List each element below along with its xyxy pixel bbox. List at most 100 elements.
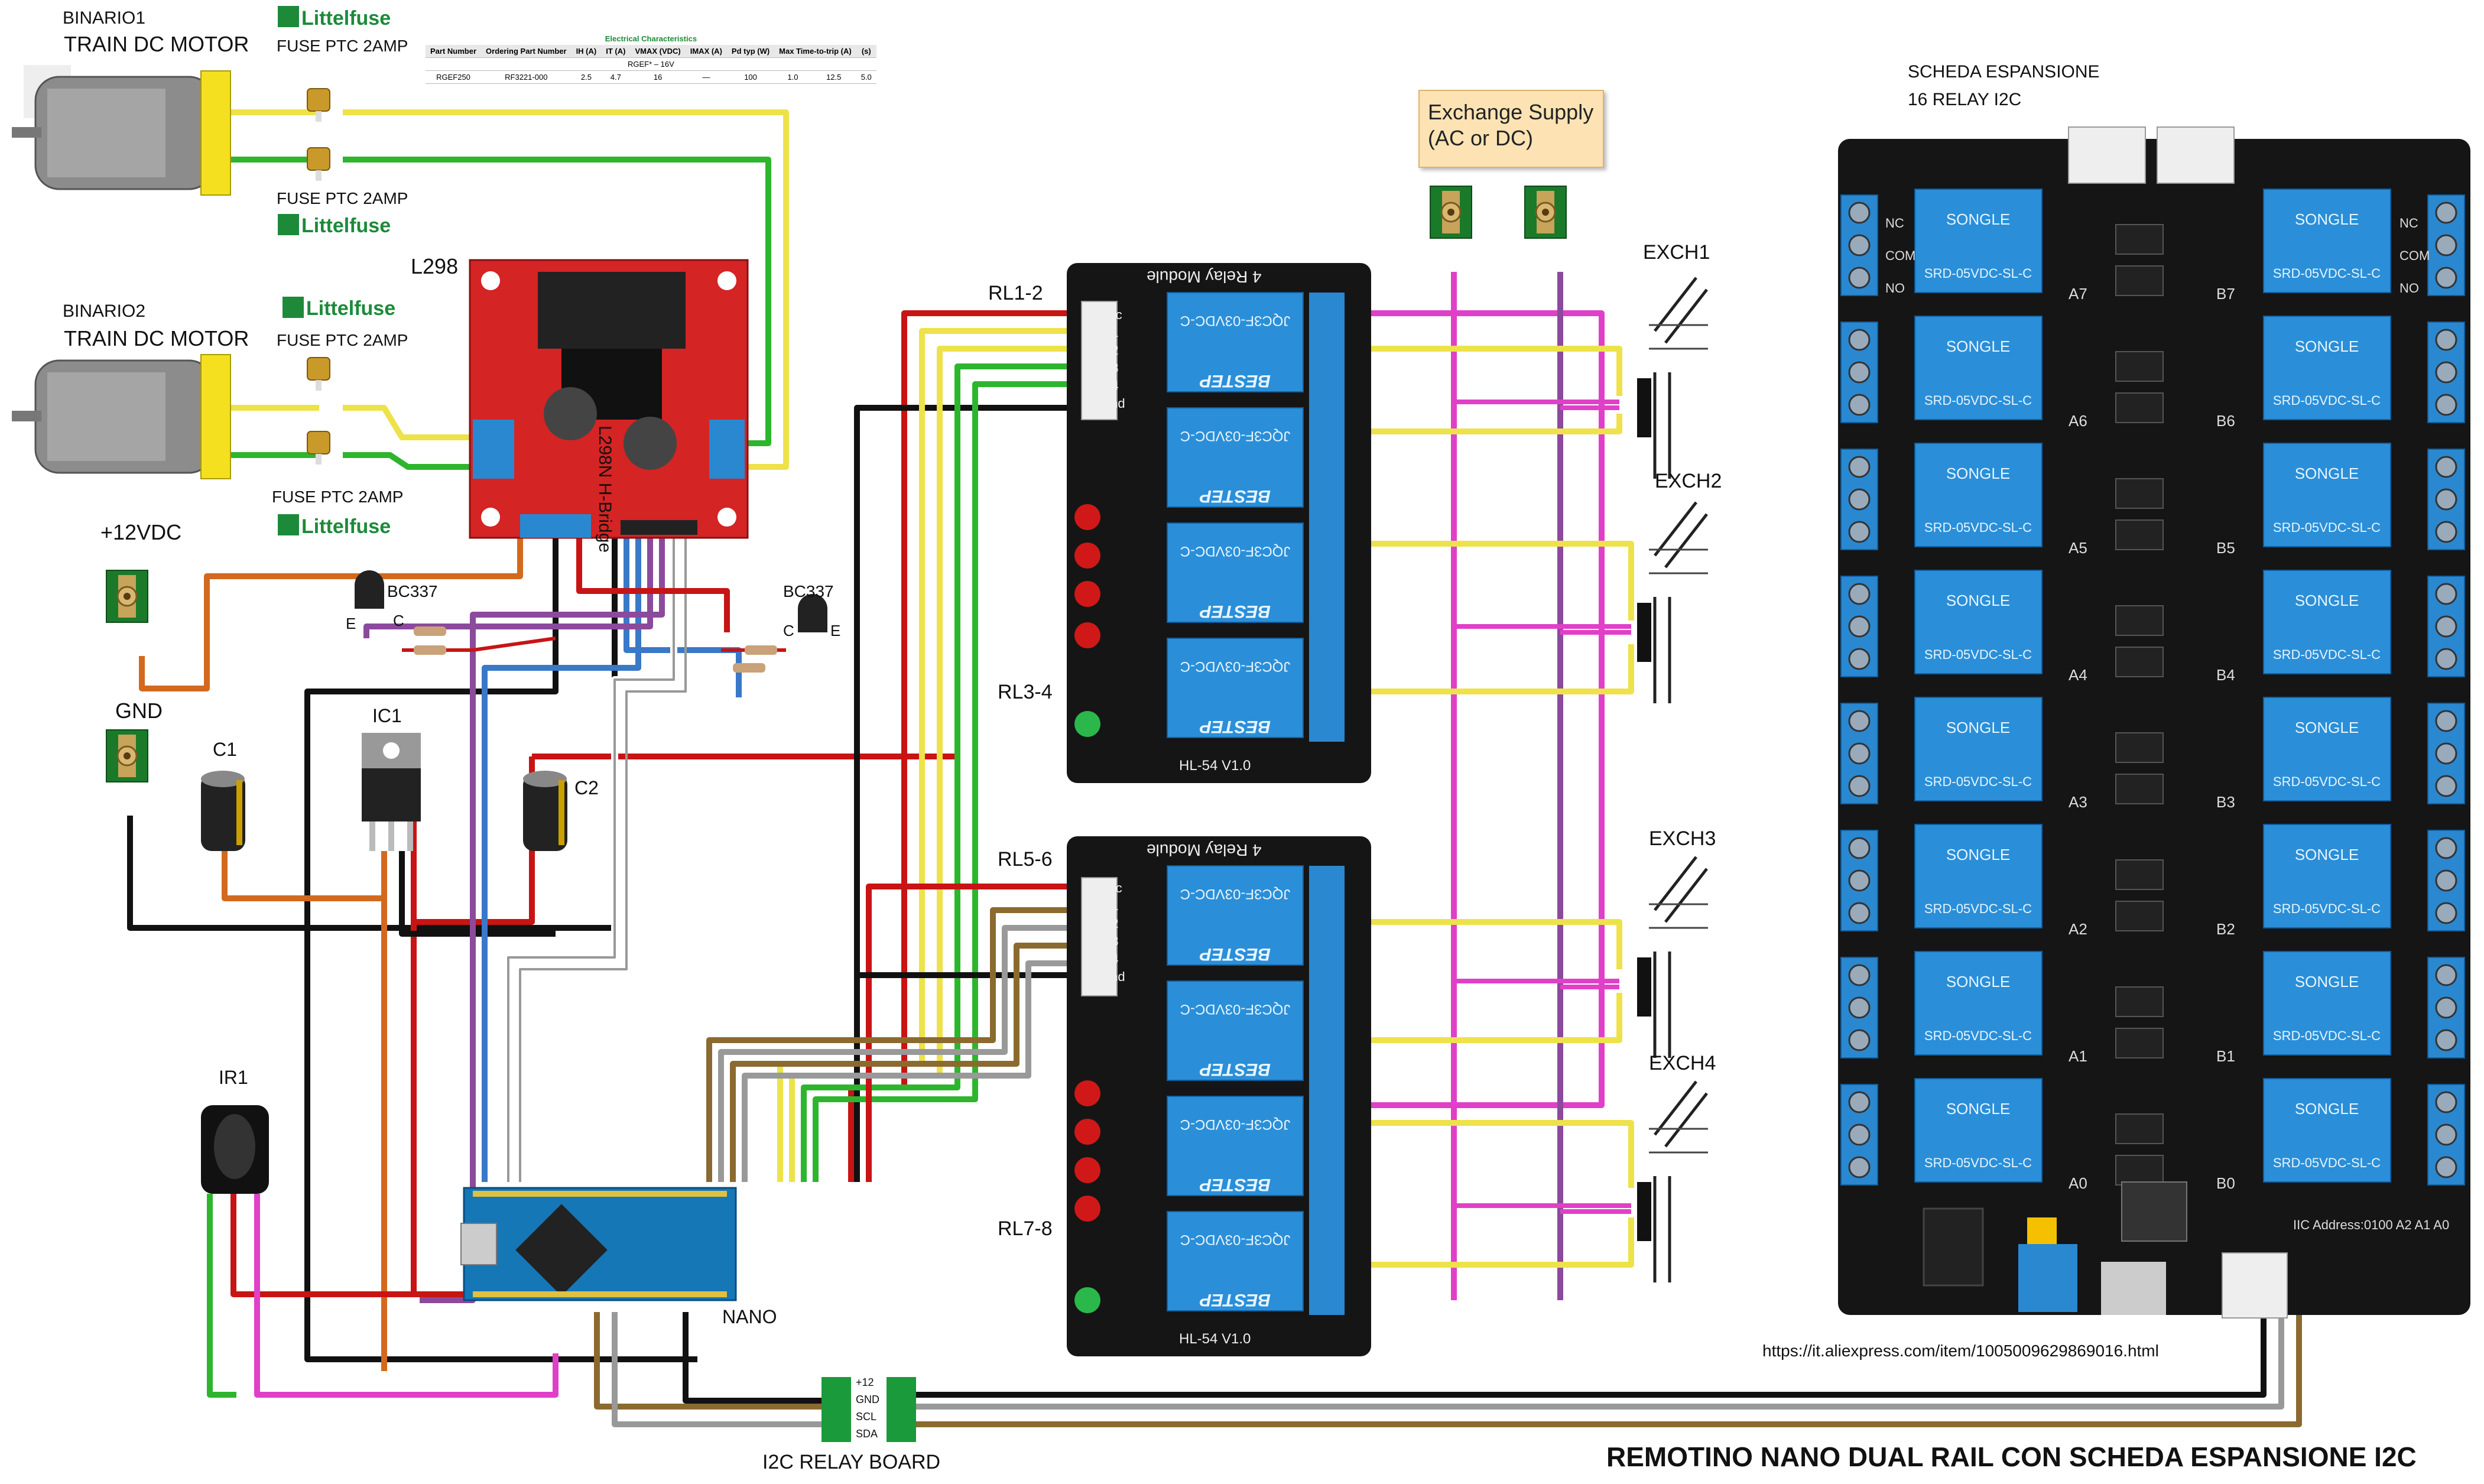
channel-left-labels: A7 A6 A5 A4 A3 A2 A1 A0 [2069, 230, 2087, 1247]
label-ic1: IC1 [372, 705, 402, 726]
channel-label: B0 [2216, 1174, 2235, 1192]
label-ir1: IR1 [219, 1067, 248, 1088]
label-motor1: TRAIN DC MOTOR [64, 32, 249, 56]
label-fuse4: FUSE PTC 2AMP [272, 488, 404, 506]
label-motor2: TRAIN DC MOTOR [64, 326, 249, 350]
terminal-label: NC [1885, 216, 1904, 230]
label-fuse3: FUSE PTC 2AMP [277, 331, 408, 349]
spec-cell: RGEF250 [426, 70, 482, 84]
i2c-pin: GND [856, 1394, 879, 1405]
relay-module-title-2: 4 Relay Module [1147, 841, 1262, 859]
channel-label: B5 [2216, 539, 2235, 557]
pin-in2: In2 [1100, 916, 1119, 931]
channel-label: B4 [2216, 666, 2235, 684]
spec-cell: 5.0 [856, 70, 876, 84]
label-bc337-left: BC337 [387, 582, 438, 600]
littelfuse-logo [278, 6, 304, 535]
motor-binario2 [12, 354, 231, 479]
label-e-left: E [346, 615, 356, 632]
channel-label: A3 [2069, 793, 2087, 811]
pin-in3: In3 [1100, 934, 1119, 949]
relay-board-1 [1067, 263, 1371, 783]
label-l298-chip: L298N H-Bridge [595, 426, 615, 553]
jack-exchange-1 [1429, 185, 1473, 239]
turnout-exch1 [1637, 278, 1708, 479]
spec-header: Max Time-to-trip (A) [774, 45, 856, 58]
relay-board-2 [1067, 836, 1371, 1356]
pin-in1: In1 [1100, 325, 1119, 340]
relay-pins-1: Vcc In1 In2 In3 In4 Gnd [1100, 306, 1125, 413]
turnout-exch4 [1637, 1082, 1708, 1282]
pin-in3: In3 [1100, 361, 1119, 375]
label-i2c-address: IIC Address:0100 A2 A1 A0 [2293, 1217, 2450, 1232]
channel-label: B3 [2216, 793, 2235, 811]
resistors [414, 626, 777, 673]
label-expansion-1: SCHEDA ESPANSIONE [1908, 62, 2100, 82]
page-title: REMOTINO NANO DUAL RAIL CON SCHEDA ESPAN… [1606, 1441, 2417, 1472]
channel-label: A1 [2069, 1047, 2087, 1065]
label-e-right: E [830, 622, 841, 639]
i2c-pin-labels: +12 GND SCL SDA [856, 1374, 879, 1443]
pin-vcc: Vcc [1100, 881, 1122, 895]
transistor-bc337-right [798, 594, 827, 632]
transistor-bc337-left [355, 570, 384, 609]
turnout-exch3 [1637, 857, 1708, 1058]
littelfuse-text-4: Littelfuse [301, 515, 391, 538]
label-bc337-right: BC337 [783, 582, 834, 600]
label-fuse1: FUSE PTC 2AMP [277, 37, 408, 55]
channel-label: A7 [2069, 285, 2087, 303]
relay-board-version-2: HL-54 V1.0 [1179, 1331, 1251, 1347]
label-gnd: GND [115, 699, 163, 723]
label-rl56: RL5-6 [998, 848, 1053, 871]
i2c-pin: SCL [856, 1411, 877, 1423]
jack-gnd [105, 729, 149, 783]
label-c-left: C [393, 612, 404, 629]
pin-in4: In4 [1100, 952, 1119, 966]
label-binario1: BINARIO1 [63, 8, 146, 28]
spec-header: Pd typ (W) [726, 45, 775, 58]
spec-header: IH (A) [571, 45, 602, 58]
label-expansion-2: 16 RELAY I2C [1908, 90, 2022, 109]
capacitor-c1 [201, 771, 245, 851]
spec-cell: 100 [726, 70, 775, 84]
expansion-board-16-relay [1838, 126, 2470, 1319]
spec-cell: 4.7 [601, 70, 631, 84]
turnout-exch2 [1637, 502, 1708, 703]
spec-header: IMAX (A) [685, 45, 727, 58]
label-exch2: EXCH2 [1655, 470, 1722, 492]
capacitor-c2 [523, 771, 567, 851]
ir-receiver [201, 1105, 269, 1194]
channel-label: A0 [2069, 1174, 2087, 1192]
label-12vdc: +12VDC [100, 520, 182, 544]
jack-12vdc [105, 569, 149, 624]
i2c-pin: SDA [856, 1428, 878, 1440]
label-l298: L298 [411, 254, 459, 278]
pin-vcc: Vcc [1100, 307, 1122, 322]
channel-label: B1 [2216, 1047, 2235, 1065]
spec-cell: — [685, 70, 727, 84]
littelfuse-text-3: Littelfuse [306, 297, 396, 320]
relay-module-title-1: 4 Relay Module [1147, 268, 1262, 286]
exchange-supply-line1: Exchange Supply [1428, 100, 1594, 124]
terminal-label: NO [1885, 281, 1905, 295]
channel-label: A2 [2069, 920, 2087, 938]
spec-title: Electrical Characteristics [605, 34, 697, 43]
terminal-labels-right: NC COM NO [2399, 207, 2430, 304]
pin-in1: In1 [1100, 898, 1119, 913]
pin-gnd: Gnd [1100, 969, 1125, 984]
spec-cell: 12.5 [811, 70, 856, 84]
label-c-right: C [783, 622, 794, 639]
spec-header: Ordering Part Number [481, 45, 572, 58]
product-url: https://it.aliexpress.com/item/100500962… [1762, 1342, 2159, 1360]
exchange-supply-line2: (AC or DC) [1428, 126, 1533, 150]
terminal-label: NC [2399, 216, 2418, 230]
label-exch1: EXCH1 [1643, 241, 1710, 264]
pin-in2: In2 [1100, 343, 1119, 358]
label-rl34: RL3-4 [998, 681, 1053, 703]
i2c-pin: +12 [856, 1376, 874, 1388]
channel-label: B2 [2216, 920, 2235, 938]
littelfuse-text-1: Littelfuse [301, 7, 391, 30]
spec-group: RGEF* – 16V [426, 57, 876, 71]
littelfuse-text-2: Littelfuse [301, 215, 391, 237]
